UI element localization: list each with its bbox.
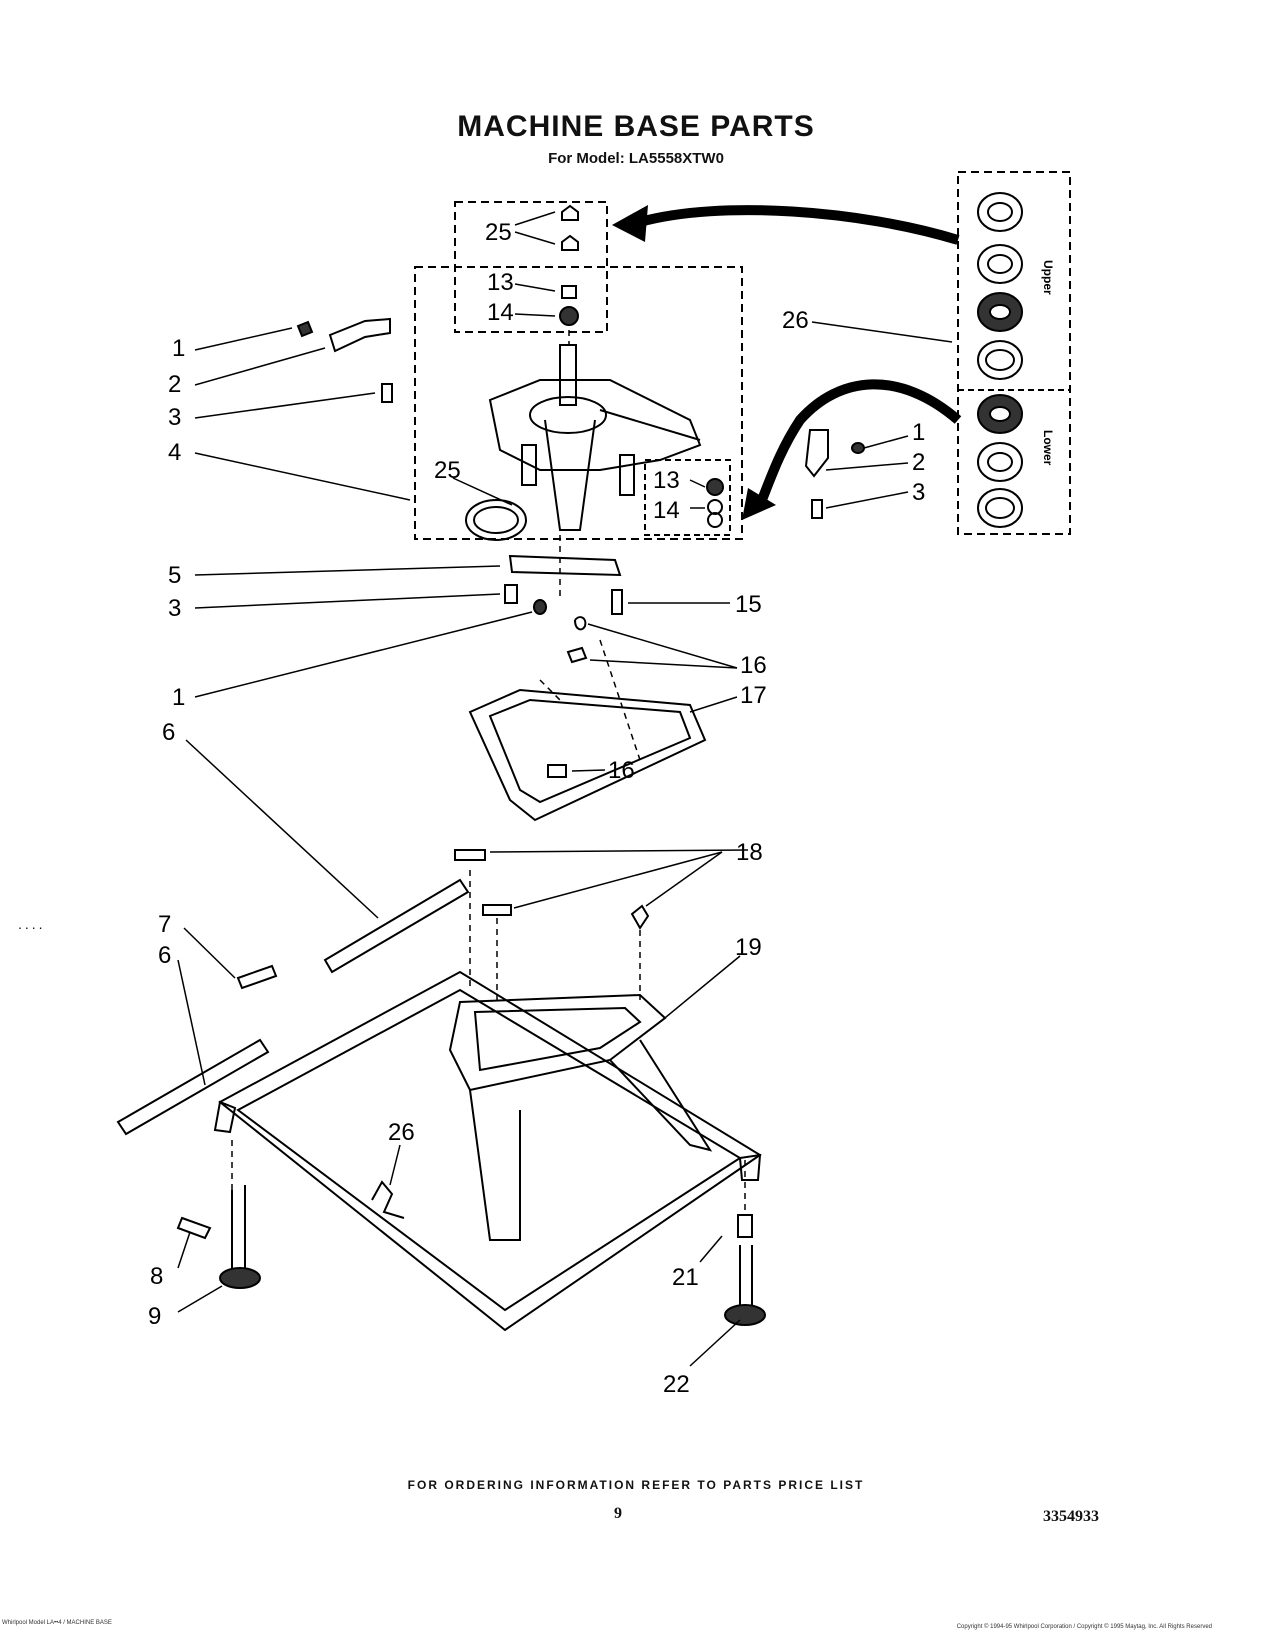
callout-13: 13 <box>487 269 514 296</box>
lower-dashed-box <box>644 459 731 536</box>
tray-17 <box>468 688 707 822</box>
callout-2: 2 <box>168 371 181 398</box>
gearcase-assembly <box>488 344 702 531</box>
callout-6: 6 <box>162 719 175 746</box>
callout-4: 4 <box>168 439 181 466</box>
ordering-note: FOR ORDERING INFORMATION REFER TO PARTS … <box>407 1478 865 1492</box>
brace-6-lower <box>116 1038 270 1136</box>
callout-13b: 13 <box>653 467 680 494</box>
callout-17: 17 <box>740 682 767 709</box>
leveling-leg-9 <box>219 1267 261 1289</box>
page-number: 9 <box>614 1505 622 1522</box>
callout-1c: 1 <box>912 419 925 446</box>
callout-14b: 14 <box>653 497 680 524</box>
callout-6b: 6 <box>158 942 171 969</box>
callout-24: 26 <box>782 307 809 334</box>
upper-kit-parts <box>977 192 1023 380</box>
callout-5: 5 <box>168 562 181 589</box>
leveling-leg-22 <box>724 1304 766 1326</box>
callout-1b: 1 <box>172 684 185 711</box>
bracket-5 <box>508 554 622 577</box>
callout-26-label: 26 <box>388 1119 415 1146</box>
inset-upper-label: Upper <box>1041 260 1055 295</box>
callout-3c: 3 <box>912 479 925 506</box>
margin-dots: .... <box>18 916 46 932</box>
callout-16: 16 <box>740 652 767 679</box>
callout-9: 9 <box>148 1303 161 1330</box>
callout-22: 22 <box>663 1371 690 1398</box>
base-frame-19 <box>213 970 762 1332</box>
callout-25-label: 25 <box>434 457 461 484</box>
lower-kit-arrow <box>755 379 962 507</box>
callout-15: 15 <box>735 591 762 618</box>
callout-18: 18 <box>736 839 763 866</box>
callout-23: 25 <box>485 219 512 246</box>
callout-3b: 3 <box>168 595 181 622</box>
callout-1: 1 <box>172 335 185 362</box>
page-title: MACHINE BASE PARTS <box>457 110 815 143</box>
callout-7: 7 <box>158 911 171 938</box>
callout-21: 21 <box>672 1264 699 1291</box>
footer-small-right: Copyright © 1994-95 Whirlpool Corporatio… <box>956 1624 1212 1630</box>
kit-inset-box <box>957 171 1071 535</box>
inset-lower-label: Lower <box>1041 430 1055 466</box>
document-number: 3354933 <box>1043 1508 1099 1525</box>
callout-14: 14 <box>487 299 514 326</box>
callout-19: 19 <box>735 934 762 961</box>
callout-8: 8 <box>150 1263 163 1290</box>
model-subtitle: For Model: LA5558XTW0 <box>548 150 724 167</box>
callout-2c: 2 <box>912 449 925 476</box>
upper-kit-arrow <box>638 205 960 245</box>
seal-25 <box>465 499 527 541</box>
callout-16b: 16 <box>608 757 635 784</box>
footer-small-left: Whirlpool Model LA••4 / MACHINE BASE <box>2 1620 112 1626</box>
callout-3: 3 <box>168 404 181 431</box>
brace-6-upper <box>323 878 470 974</box>
gearcase-dashed-box <box>414 266 743 540</box>
lower-kit-parts <box>977 394 1023 528</box>
